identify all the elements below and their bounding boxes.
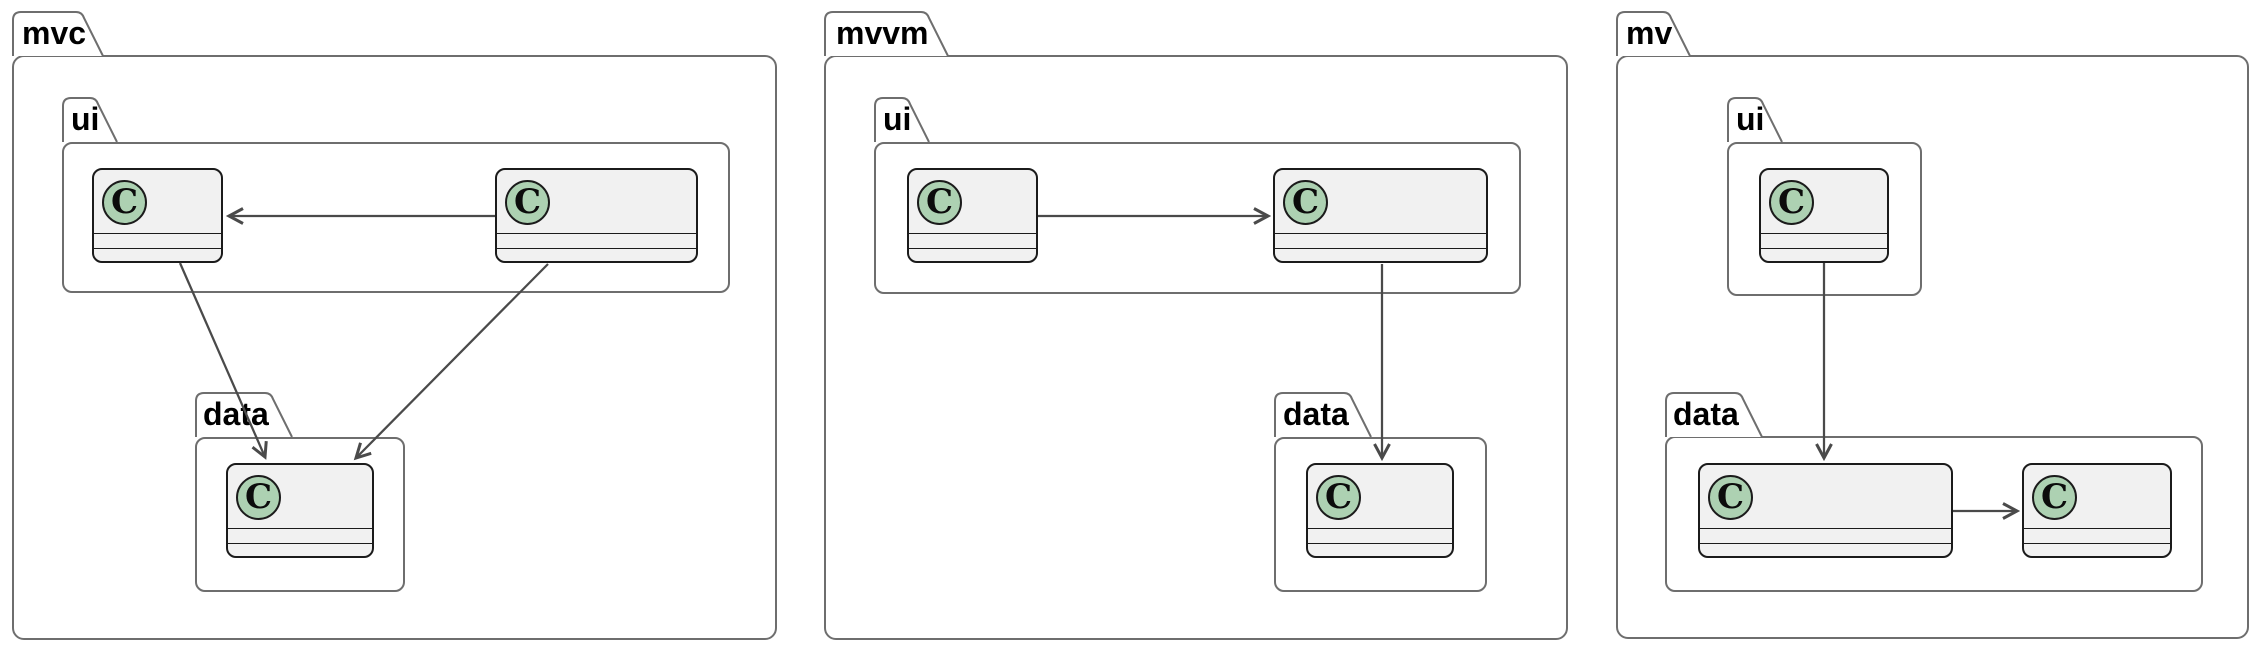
compartment-divider	[1761, 233, 1887, 234]
class-icon: C	[1316, 475, 1361, 520]
subpackage-body-mvvm-ui	[874, 142, 1521, 294]
class-icon: C	[1283, 180, 1328, 225]
compartment-divider	[909, 233, 1036, 234]
subpackage-label-mvc-data: data	[203, 396, 269, 432]
compartment-divider	[1700, 543, 1951, 544]
compartment-divider	[2024, 528, 2170, 529]
class-mv-data-right: C	[2022, 463, 2172, 558]
package-body-mvc	[12, 55, 777, 640]
subpackage-tab-mvvm-ui	[874, 97, 930, 143]
package-label-mvvm: mvvm	[836, 15, 929, 51]
subpackage-tab-mvvm-data	[1274, 392, 1372, 438]
class-mv-data-left: C	[1698, 463, 1953, 558]
package-tab-mvc	[12, 11, 104, 57]
class-icon: C	[2032, 475, 2077, 520]
subpackage-body-mv-data	[1665, 436, 2203, 592]
subpackage-label-mvvm-ui: ui	[883, 101, 912, 137]
class-icon: C	[505, 180, 550, 225]
class-mvvm-ui-right: C	[1273, 168, 1488, 263]
compartment-divider	[1275, 233, 1486, 234]
subpackage-tab-mv-data	[1665, 392, 1763, 438]
package-tab-mvvm	[824, 11, 949, 57]
package-body-mvvm	[824, 55, 1568, 640]
class-mvc-ui-right: C	[495, 168, 698, 263]
package-tab-mv	[1616, 11, 1691, 57]
package-label-mvc: mvc	[22, 15, 87, 51]
compartment-divider	[1700, 528, 1951, 529]
subpackage-label-mv-ui: ui	[1736, 101, 1765, 137]
compartment-divider	[1308, 543, 1452, 544]
subpackage-label-mvc-ui: ui	[71, 101, 100, 137]
class-icon: C	[102, 180, 147, 225]
compartment-divider	[909, 248, 1036, 249]
compartment-divider	[497, 233, 696, 234]
compartment-divider	[1275, 248, 1486, 249]
subpackage-tab-mvc-ui	[62, 97, 118, 143]
subpackage-label-mv-data: data	[1673, 396, 1739, 432]
package-body-mv	[1616, 55, 2249, 639]
class-icon: C	[1708, 475, 1753, 520]
subpackage-body-mvc-data	[195, 437, 405, 592]
compartment-divider	[2024, 543, 2170, 544]
class-mvvm-data: C	[1306, 463, 1454, 558]
class-mvc-data: C	[226, 463, 374, 558]
class-icon: C	[917, 180, 962, 225]
subpackage-body-mvvm-data	[1274, 437, 1487, 592]
class-mv-ui: C	[1759, 168, 1889, 263]
compartment-divider	[497, 248, 696, 249]
compartment-divider	[94, 248, 221, 249]
class-icon: C	[236, 475, 281, 520]
subpackage-label-mvvm-data: data	[1283, 396, 1349, 432]
compartment-divider	[1761, 248, 1887, 249]
class-mvc-ui-left: C	[92, 168, 223, 263]
compartment-divider	[94, 233, 221, 234]
class-mvvm-ui-left: C	[907, 168, 1038, 263]
compartment-divider	[228, 528, 372, 529]
subpackage-tab-mv-ui	[1727, 97, 1783, 143]
class-icon: C	[1769, 180, 1814, 225]
package-label-mv: mv	[1626, 15, 1673, 51]
compartment-divider	[1308, 528, 1452, 529]
compartment-divider	[228, 543, 372, 544]
